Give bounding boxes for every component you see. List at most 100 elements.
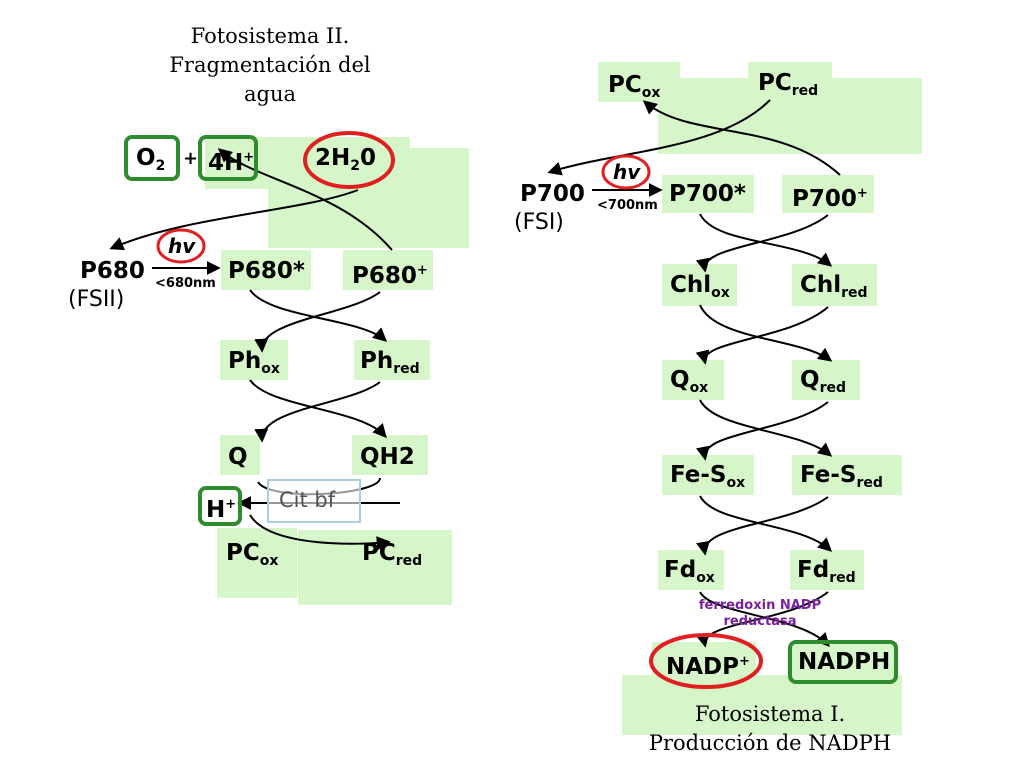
pc-red-label-psii: PCred (362, 540, 422, 574)
p700-star-highlight (662, 175, 754, 213)
o2-text: O (136, 145, 156, 171)
fd-ox-text: Fd (664, 557, 697, 583)
arrow-p700star-chl (699, 213, 833, 267)
hv-red-oval-psi (601, 154, 651, 190)
pc-ox-label-psi: PCox (608, 72, 660, 106)
4h-sup: + (243, 150, 255, 165)
q-red-text: Q (800, 367, 820, 393)
psii-title-line2: Fragmentación del (169, 53, 371, 77)
nadp-sup: + (739, 654, 750, 669)
hv-label-psi: hv (613, 160, 641, 184)
o2-label: O2 (136, 145, 165, 179)
q-ox-highlight (662, 360, 724, 400)
arrow-q-pc (249, 514, 391, 551)
pc-ox-highlight-psii (217, 528, 297, 598)
q-highlight (220, 435, 260, 475)
4h-green-box (198, 135, 258, 181)
enzyme-line2: reductasa (723, 614, 797, 629)
chl-red-label: Chlred (800, 272, 868, 306)
psi-title-highlight (622, 675, 902, 735)
p700-plus-text: P700 (792, 186, 857, 212)
fes-red-label: Fe-Sred (800, 462, 883, 496)
h-plus-green-box (198, 486, 242, 526)
fd-ox-highlight (658, 550, 724, 590)
ph-red-highlight (354, 340, 430, 380)
fnr-enzyme-label: ferredoxin NADP reductasa (680, 598, 840, 630)
p700-plus-sup: + (856, 186, 868, 201)
fd-red-label: Fdred (797, 557, 856, 591)
ph-red-text: Ph (360, 348, 394, 374)
h2o-sub: 2 (350, 158, 361, 174)
fes-ox-text: Fe-S (670, 462, 727, 488)
fsi-label: (FSI) (514, 210, 564, 235)
pc-red-sub-psii: red (395, 553, 423, 569)
arrow-p680plus-to-o2 (217, 148, 393, 251)
chl-ox-label: Chlox (670, 272, 730, 306)
arrow-water-to-p680 (109, 189, 359, 251)
fd-ox-sub: ox (696, 570, 715, 586)
nadph-label: NADPH (798, 649, 891, 675)
arrow-fesox-qred (696, 401, 829, 461)
h2o-text-a: 2H (315, 145, 351, 171)
nadp-highlight (652, 642, 756, 680)
q-red-highlight (792, 360, 860, 400)
chl-red-highlight (792, 264, 877, 306)
h2o-red-oval (303, 131, 395, 189)
arrow-p700plus-to-pcox (642, 100, 841, 176)
nadp-label: NADP+ (666, 649, 750, 680)
q-label-psii: Q (228, 444, 248, 470)
wavelength-label-psi: <700nm (597, 198, 658, 213)
ph-red-label: Phred (360, 348, 420, 382)
p680-star-highlight (221, 250, 311, 290)
pc-ox-sub-psi: ox (641, 85, 661, 101)
arrow-chlred-p700plus (695, 214, 829, 273)
arrow-qox-phred (254, 381, 381, 443)
fd-red-sub: red (829, 570, 856, 586)
ph-ox-text: Ph (228, 348, 262, 374)
ph-red-sub: red (393, 361, 420, 377)
fd-ox-label: Fdox (664, 557, 715, 591)
h2o-text-b: 0 (360, 145, 377, 171)
p680-label: P680 (80, 258, 145, 284)
psii-title-line1: Fotosistema II. (190, 24, 350, 48)
psii-top-highlight-2 (268, 148, 469, 248)
4h-label: 4H+ (208, 145, 254, 176)
p680-plus-sup: + (416, 263, 428, 278)
arrow-fes-fd (699, 495, 833, 552)
p680-plus-highlight (343, 250, 433, 290)
psii-title-line3: agua (243, 82, 296, 106)
arrow-fd-nadp (699, 591, 830, 648)
4h-text: 4H (208, 150, 244, 176)
fes-red-sub: red (856, 475, 883, 491)
p680-plus-text: P680 (352, 263, 417, 289)
pc-ox-sub-psii: ox (259, 553, 279, 569)
fes-red-highlight (792, 455, 902, 495)
nadph-highlight (790, 642, 898, 680)
h-plus-label: H+ (206, 492, 236, 523)
qh2-highlight (352, 435, 428, 475)
q-red-label: Qred (800, 367, 846, 401)
wavelength-label-psii: <680nm (155, 276, 216, 291)
ph-ox-sub: ox (261, 361, 280, 377)
pc-red-label-psi: PCred (758, 70, 818, 104)
arrow-nadp-fdred (695, 591, 829, 648)
arrow-qox-chlred (695, 306, 829, 365)
fes-ox-sub: ox (726, 475, 746, 491)
arrow-pcred-to-p700 (547, 99, 771, 176)
psi-top-highlight (658, 78, 922, 154)
enzyme-line1: ferredoxin NADP (698, 598, 822, 613)
p700-plus-highlight (782, 175, 874, 213)
pc-ox-text-psi: PC (608, 72, 642, 98)
p680-star-label: P680* (228, 258, 305, 284)
fes-ox-label: Fe-Sox (670, 462, 745, 496)
qh2-label: QH2 (360, 444, 415, 470)
hv-label-psii: hv (168, 234, 196, 258)
p700-plus-label: P700+ (792, 181, 868, 212)
pc-red-text-psii: PC (362, 540, 396, 566)
p700-label: P700 (520, 181, 585, 207)
pc-ox-text-psii: PC (226, 540, 260, 566)
pc-red-sub-psi: red (791, 83, 819, 99)
fsii-label: (FSII) (68, 287, 125, 312)
plus-sign: + (183, 148, 199, 169)
fes-ox-highlight (662, 455, 754, 495)
